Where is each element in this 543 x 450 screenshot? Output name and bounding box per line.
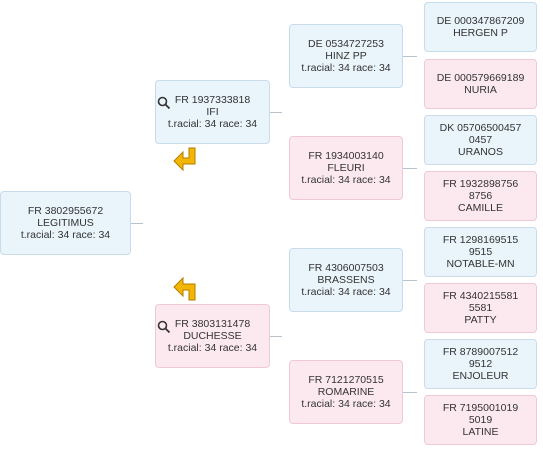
grandsire-name: HINZ PP: [325, 50, 367, 62]
dam-stats: t.racial: 34 race: 34: [167, 342, 258, 354]
ggp-id-suffix: 9512: [468, 358, 493, 370]
dam-id: FR 3803131478: [174, 318, 251, 330]
sire-name: IFI: [206, 106, 219, 118]
granddam-node[interactable]: FR 1934003140 FLEURI t.racial: 34 race: …: [289, 136, 403, 200]
ggp-id: FR 4340215581: [442, 290, 519, 302]
ggp-name: CAMILLE: [458, 202, 503, 214]
grandsire-node[interactable]: DE 0534727253 HINZ PP t.racial: 34 race:…: [289, 24, 403, 88]
granddam-stats: t.racial: 34 race: 34: [301, 398, 391, 410]
ggp-id: FR 1298169515: [442, 234, 519, 246]
grandsire-node[interactable]: FR 4306007503 BRASSENS t.racial: 34 race…: [289, 248, 403, 312]
sire-id: FR 1937333818: [174, 94, 251, 106]
ggp-name: PATTY: [464, 314, 497, 326]
magnifier-icon[interactable]: [157, 96, 171, 110]
granddam-node[interactable]: FR 7121270515 ROMARINE t.racial: 34 race…: [289, 360, 403, 424]
ggp-id-suffix: 5581: [468, 302, 493, 314]
sire-stats: t.racial: 34 race: 34: [167, 118, 258, 130]
great-grandparent-node[interactable]: FR 7195001019 5019 LATINE: [424, 395, 537, 445]
ggp-id: DK 05706500457: [439, 122, 522, 134]
sire-node[interactable]: FR 1937333818 IFI t.racial: 34 race: 34: [155, 80, 270, 144]
ggp-id: FR 1932898756: [442, 178, 519, 190]
ggp-id: DE 000579669189: [436, 72, 525, 84]
subject-node[interactable]: FR 3802955672 LEGITIMUS t.racial: 34 rac…: [0, 191, 131, 255]
dam-node[interactable]: FR 3803131478 DUCHESSE t.racial: 34 race…: [155, 304, 270, 368]
ggp-name: NOTABLE-MN: [446, 258, 515, 270]
great-grandparent-node[interactable]: DK 05706500457 0457 URANOS: [424, 115, 537, 165]
grandsire-stats: t.racial: 34 race: 34: [301, 62, 391, 74]
ggp-name: NURIA: [464, 84, 497, 96]
ggp-id: FR 7195001019: [442, 402, 519, 414]
great-grandparent-node[interactable]: DE 000579669189 NURIA: [424, 59, 537, 109]
ggp-id: DE 000347867209: [436, 15, 525, 27]
ggp-id: FR 8789007512: [442, 346, 519, 358]
grandsire-name: BRASSENS: [317, 274, 375, 286]
ggp-id-suffix: 8756: [468, 190, 493, 202]
granddam-id: FR 1934003140: [308, 150, 384, 162]
ggp-id-suffix: 5019: [468, 414, 493, 426]
granddam-id: FR 7121270515: [308, 374, 384, 386]
great-grandparent-node[interactable]: FR 4340215581 5581 PATTY: [424, 283, 537, 333]
granddam-stats: t.racial: 34 race: 34: [301, 174, 391, 186]
subject-stats: t.racial: 34 race: 34: [20, 229, 111, 241]
ggp-name: ENJOLEUR: [452, 370, 509, 382]
granddam-name: FLEURI: [327, 162, 365, 174]
yellow-arrow-icon[interactable]: [171, 146, 199, 174]
granddam-name: ROMARINE: [317, 386, 375, 398]
ggp-id-suffix: 9515: [468, 246, 493, 258]
grandsire-id: FR 4306007503: [308, 262, 384, 274]
dam-name: DUCHESSE: [183, 330, 242, 342]
grandsire-id: DE 0534727253: [308, 38, 384, 50]
ggp-name: HERGEN P: [453, 27, 508, 39]
great-grandparent-node[interactable]: DE 000347867209 HERGEN P: [424, 2, 537, 52]
grandsire-stats: t.racial: 34 race: 34: [301, 286, 391, 298]
subject-name: LEGITIMUS: [37, 217, 94, 229]
ggp-name: URANOS: [458, 146, 503, 158]
great-grandparent-node[interactable]: FR 1298169515 9515 NOTABLE-MN: [424, 227, 537, 277]
great-grandparent-node[interactable]: FR 1932898756 8756 CAMILLE: [424, 171, 537, 221]
subject-id: FR 3802955672: [27, 205, 104, 217]
yellow-arrow-icon[interactable]: [171, 274, 199, 302]
great-grandparent-node[interactable]: FR 8789007512 9512 ENJOLEUR: [424, 339, 537, 389]
ggp-name: LATINE: [462, 426, 499, 438]
ggp-id-suffix: 0457: [468, 134, 493, 146]
magnifier-icon[interactable]: [157, 320, 171, 334]
